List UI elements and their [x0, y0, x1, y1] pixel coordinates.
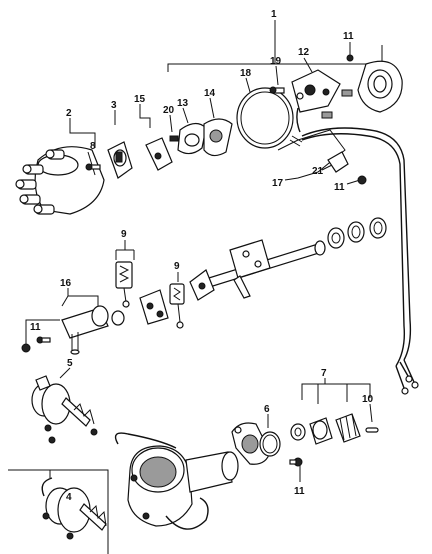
- callout-21: 21: [312, 166, 324, 177]
- distributor-housing: [114, 432, 239, 530]
- vacuum-diaphragm: [41, 477, 107, 540]
- callout-14: 14: [204, 88, 216, 99]
- callout-17: 17: [272, 178, 284, 189]
- callout-19: 19: [270, 56, 282, 67]
- callout-labels: 1 11 12 19 18 14 15 3 20 13 2 8 21 17 11…: [30, 9, 374, 503]
- drive-gear-set: [290, 413, 361, 445]
- left-screws: [21, 336, 51, 353]
- magnet-half: [203, 118, 233, 157]
- governor-shaft: [195, 239, 326, 299]
- wire-harness: [301, 127, 419, 395]
- leader-lines: [8, 20, 383, 554]
- callout-10: 10: [362, 394, 374, 405]
- vacuum-advance: [31, 375, 98, 444]
- lower-shaft: [61, 305, 125, 355]
- distributor-cap: [15, 146, 105, 215]
- flange-screw: [289, 457, 303, 467]
- callout-16: 16: [60, 278, 72, 289]
- callout-3: 3: [111, 100, 117, 111]
- callout-5: 5: [67, 358, 73, 369]
- governor-weight-right: [189, 269, 215, 301]
- callout-11: 11: [334, 182, 345, 193]
- callout-9: 9: [121, 229, 127, 240]
- igniter-screw: [269, 86, 285, 94]
- callout-1: 1: [271, 9, 277, 20]
- callout-9: 9: [174, 261, 180, 272]
- callout-6: 6: [264, 404, 270, 415]
- igniter-band: [236, 87, 303, 149]
- pickup-stator: [321, 54, 403, 119]
- wire-clamp: [327, 151, 349, 173]
- callout-2: 2: [66, 108, 72, 119]
- callout-18: 18: [240, 68, 252, 79]
- callout-7: 7: [321, 368, 327, 379]
- callout-11: 11: [343, 31, 354, 42]
- callout-4: 4: [66, 492, 72, 503]
- rotor: [107, 141, 133, 179]
- gear-pin: [365, 427, 379, 433]
- cap-screw: [85, 163, 101, 171]
- shaft-washers: [327, 217, 387, 249]
- callout-11: 11: [30, 322, 41, 333]
- igniter-unit: [291, 69, 341, 133]
- callout-15: 15: [134, 94, 146, 105]
- callout-13: 13: [177, 98, 189, 109]
- mount-flange: [231, 422, 281, 465]
- callout-8: 8: [90, 141, 96, 152]
- clamp-screw: [357, 175, 367, 185]
- rotor-shield: [145, 137, 173, 171]
- reluctor-pin: [169, 135, 179, 142]
- callout-12: 12: [298, 47, 310, 58]
- callout-20: 20: [163, 105, 175, 116]
- governor-weight-left: [139, 289, 169, 325]
- governor-springs: [115, 261, 185, 329]
- reluctor: [177, 122, 207, 155]
- callout-11: 11: [294, 486, 305, 497]
